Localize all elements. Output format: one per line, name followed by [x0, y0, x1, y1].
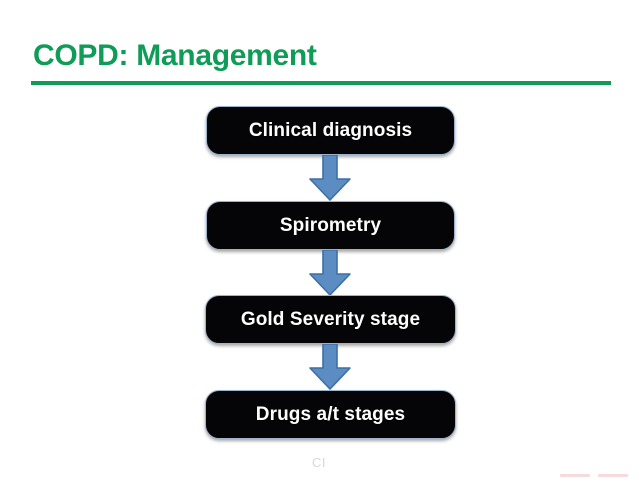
down-arrow-icon	[308, 344, 352, 390]
flow-step-drugs-at-stages[interactable]: Drugs a/t stages	[205, 390, 456, 439]
flow-step-label: Drugs a/t stages	[255, 403, 406, 425]
flow-step-gold-severity-stage[interactable]: Gold Severity stage	[205, 295, 456, 344]
page-title-secondary: Management	[136, 39, 317, 72]
corner-logo-mark	[560, 455, 632, 477]
corner-logo-bar	[598, 474, 628, 477]
down-arrow-icon	[308, 250, 352, 296]
page-title: COPD: Management	[33, 38, 317, 74]
page-title-primary: COPD:	[33, 39, 129, 72]
corner-logo-bar	[560, 474, 590, 477]
flow-step-label: Gold Severity stage	[240, 308, 421, 330]
flow-step-label: Spirometry	[279, 214, 382, 236]
down-arrow-icon	[308, 155, 352, 201]
flow-step-spirometry[interactable]: Spirometry	[206, 201, 455, 250]
flow-step-label: Clinical diagnosis	[248, 119, 413, 141]
title-divider	[31, 81, 611, 85]
footer-watermark: CI	[312, 455, 326, 470]
flow-step-clinical-diagnosis[interactable]: Clinical diagnosis	[206, 106, 455, 155]
